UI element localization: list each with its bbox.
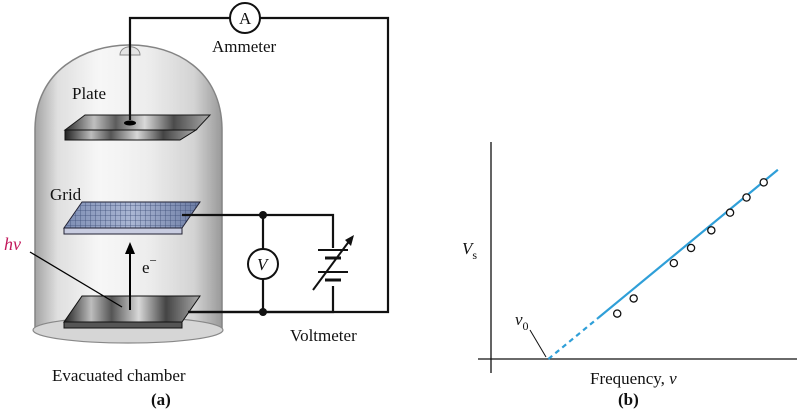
voltmeter-label: Voltmeter [290,326,357,345]
data-point [759,178,768,187]
voltmeter [247,248,279,280]
chamber-label: Evacuated chamber [52,366,186,385]
wire-plate-ammeter [128,16,230,120]
extrapolated-line [547,317,599,360]
data-point [725,208,735,217]
junction-node [259,308,267,316]
plate-label: Plate [72,84,106,103]
electron-arrowhead [125,242,135,254]
plate [64,129,198,141]
data-point [612,309,622,318]
threshold-pointer [529,329,547,358]
grid-label: Grid [50,185,82,204]
ammeter-label: Ammeter [212,37,277,56]
voltmeter-symbol: V [257,255,270,274]
electron-label: e− [142,253,157,277]
caption-b: (b) [618,390,639,409]
data-point [669,258,679,268]
photon-label: hν [4,234,21,254]
photon-pointer [29,251,123,308]
wire-emitter [188,286,335,314]
wire-grid [182,213,335,248]
threshold-label: ν0 [515,310,529,333]
variable-battery [312,239,351,291]
emitter-plate [63,295,201,323]
vs-frequency-chart: Vs Frequency, ν ν0 (b) [462,142,797,409]
y-axis-label: Vs [462,239,477,262]
photoelectric-apparatus: e− hν Plate Grid Evacuated chamber (a) [4,44,224,409]
caption-a: (a) [151,390,171,409]
battery-arrowhead [345,235,354,246]
data-point [707,226,716,235]
x-axis-label: Frequency, ν [590,369,677,388]
data-point [742,193,751,202]
data-point [686,243,696,253]
ammeter [229,2,261,34]
ammeter-symbol: A [239,9,252,28]
junction-node [259,211,267,219]
circuit [128,16,390,314]
data-point [629,294,638,303]
fit-line [597,168,779,319]
data-points-layer [612,178,768,318]
